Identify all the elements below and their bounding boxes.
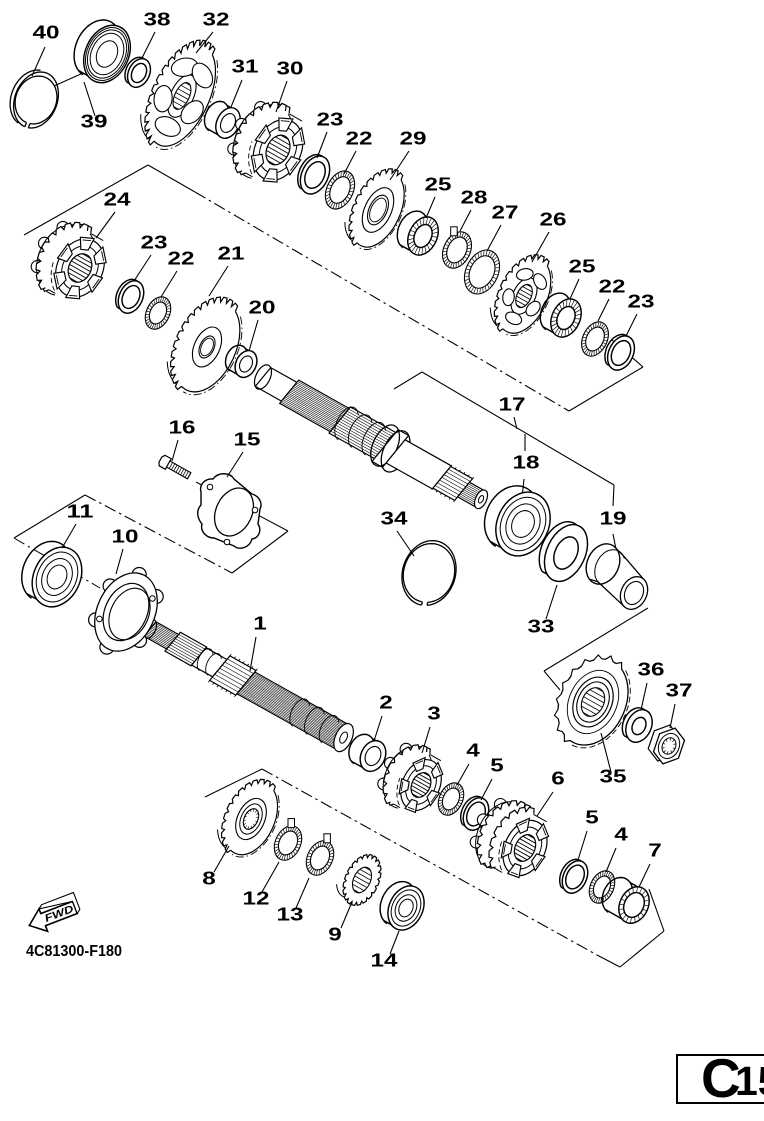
svg-text:C: C	[701, 1047, 741, 1109]
svg-text:22: 22	[346, 129, 373, 149]
svg-text:7: 7	[648, 841, 662, 861]
svg-text:28: 28	[461, 188, 488, 208]
svg-text:25: 25	[569, 257, 596, 277]
svg-text:37: 37	[666, 681, 693, 701]
svg-text:19: 19	[600, 509, 627, 529]
svg-text:10: 10	[112, 527, 139, 547]
svg-text:23: 23	[628, 292, 655, 312]
svg-text:24: 24	[104, 190, 131, 210]
svg-text:29: 29	[400, 129, 427, 149]
svg-text:33: 33	[528, 617, 555, 637]
svg-text:39: 39	[81, 112, 108, 132]
svg-text:9: 9	[328, 925, 342, 945]
svg-text:30: 30	[277, 59, 304, 79]
svg-text:3: 3	[427, 704, 441, 724]
svg-text:34: 34	[381, 509, 408, 529]
svg-text:32: 32	[203, 10, 230, 30]
svg-text:5: 5	[585, 808, 599, 828]
svg-text:4: 4	[466, 741, 480, 761]
svg-text:25: 25	[425, 175, 452, 195]
svg-text:4: 4	[614, 825, 628, 845]
svg-text:26: 26	[540, 210, 567, 230]
svg-text:12: 12	[243, 889, 270, 909]
svg-text:22: 22	[168, 249, 195, 269]
svg-text:35: 35	[600, 767, 627, 787]
svg-text:14: 14	[371, 951, 398, 971]
svg-text:1: 1	[253, 614, 267, 634]
svg-text:18: 18	[513, 453, 540, 473]
svg-text:40: 40	[33, 23, 60, 43]
svg-text:31: 31	[232, 57, 259, 77]
svg-text:15: 15	[735, 1058, 764, 1104]
svg-text:11: 11	[67, 502, 94, 522]
svg-text:8: 8	[202, 869, 216, 889]
svg-text:15: 15	[234, 430, 261, 450]
svg-text:5: 5	[490, 756, 504, 776]
svg-text:36: 36	[638, 660, 665, 680]
svg-text:17: 17	[499, 395, 526, 415]
svg-text:23: 23	[141, 233, 168, 253]
svg-text:6: 6	[551, 769, 565, 789]
svg-text:4C81300-F180: 4C81300-F180	[26, 943, 122, 960]
svg-text:22: 22	[599, 277, 626, 297]
svg-text:16: 16	[169, 418, 196, 438]
svg-text:13: 13	[277, 905, 304, 925]
svg-text:2: 2	[379, 693, 393, 713]
svg-text:20: 20	[249, 298, 276, 318]
svg-text:23: 23	[317, 110, 344, 130]
svg-text:21: 21	[218, 244, 245, 264]
svg-text:38: 38	[144, 10, 171, 30]
svg-text:27: 27	[492, 203, 519, 223]
